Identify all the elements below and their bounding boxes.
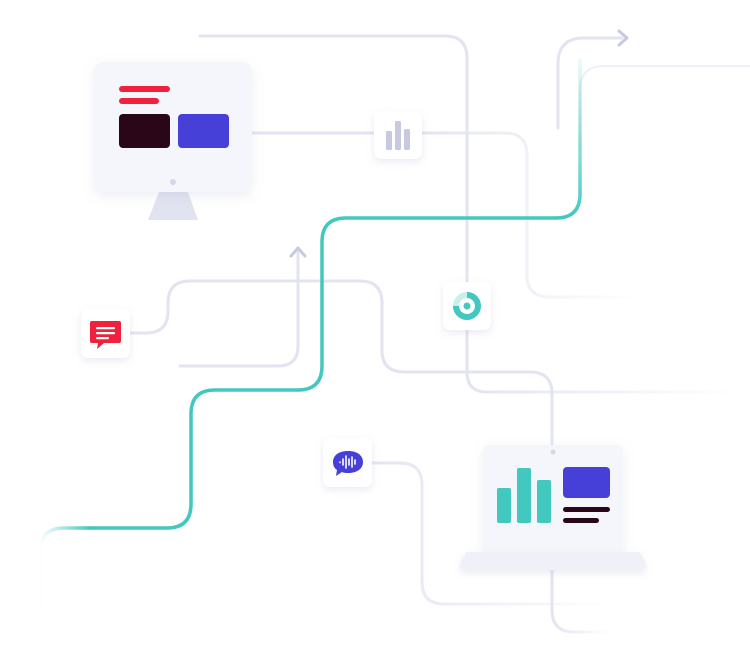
line-top-right [579, 65, 750, 151]
desktop-monitor [94, 62, 252, 220]
line-bar-to-right [420, 131, 642, 299]
line-donut-down [465, 328, 742, 394]
line-chat-right [128, 279, 554, 447]
laptop-indigo-block [563, 467, 610, 498]
teal-path-fade [38, 526, 92, 612]
teal-path-main [88, 216, 558, 530]
monitor-red-line-1 [119, 86, 170, 92]
laptop [460, 445, 646, 570]
line-to-right-arrow [556, 36, 624, 130]
line-voice-right [370, 461, 612, 606]
donut-chart-card [443, 282, 491, 330]
arrow-right-icon [617, 29, 629, 47]
line-up-arrow [178, 250, 300, 368]
voice-message-icon [333, 451, 363, 476]
laptop-dark-line-1 [563, 507, 610, 512]
laptop-dark-line-2 [563, 518, 599, 523]
monitor-screen [94, 62, 252, 192]
arrow-up-icon [289, 246, 307, 258]
monitor-power-dot [170, 179, 176, 185]
arrow-heads [289, 29, 629, 258]
bar-chart-icon [386, 121, 410, 150]
chat-bubble-card [81, 309, 130, 358]
line-top-to-donut [198, 34, 469, 285]
chat-bubble-icon [90, 321, 121, 349]
voice-message-card [323, 438, 372, 487]
monitor-red-line-2 [119, 98, 159, 104]
line-laptop-down [550, 568, 612, 634]
bar-chart-card [374, 111, 422, 159]
monitor-stand [148, 192, 198, 220]
laptop-bars [497, 468, 551, 523]
laptop-camera [550, 449, 556, 455]
donut-chart-icon [453, 292, 481, 320]
teal-path [38, 58, 582, 612]
laptop-base [460, 552, 646, 570]
teal-path-top [554, 58, 582, 220]
monitor-dark-block [119, 114, 170, 148]
monitor-indigo-block [178, 114, 229, 148]
